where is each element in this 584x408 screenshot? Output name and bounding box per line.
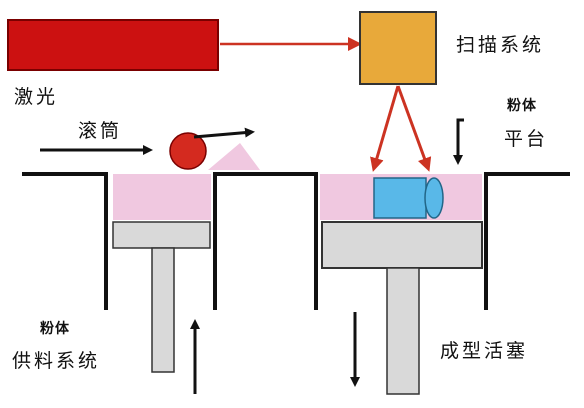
laser-source	[7, 19, 219, 71]
roller-motion-arrow	[193, 127, 255, 139]
powder-feed-label-top: 粉体	[40, 321, 70, 337]
scan-system-label: 扫描系统	[456, 34, 545, 56]
laser-label: 激光	[14, 86, 59, 108]
roller	[169, 132, 207, 170]
roller-label: 滚筒	[78, 120, 123, 142]
scan-beam-left	[370, 85, 400, 172]
feed-powder-bed	[113, 174, 211, 220]
feed-piston-plate	[112, 221, 211, 249]
powder-pile	[208, 143, 260, 170]
printed-part	[373, 177, 427, 219]
build-piston-plate	[321, 221, 483, 269]
printed-part-end	[424, 177, 444, 219]
feed-piston-rod	[151, 247, 175, 373]
scan-system-box	[359, 11, 437, 85]
powder-feed-label-bottom: 供料系统	[12, 350, 101, 372]
scan-beam-right	[396, 85, 432, 172]
build-piston-rod	[386, 267, 420, 395]
platform-pointer	[453, 118, 464, 165]
forming-piston-label: 成型活塞	[440, 340, 529, 362]
machine-outline	[22, 172, 570, 310]
powder-platform-label-bottom: 平台	[504, 128, 549, 150]
powder-platform-label-top: 粉体	[507, 98, 537, 114]
